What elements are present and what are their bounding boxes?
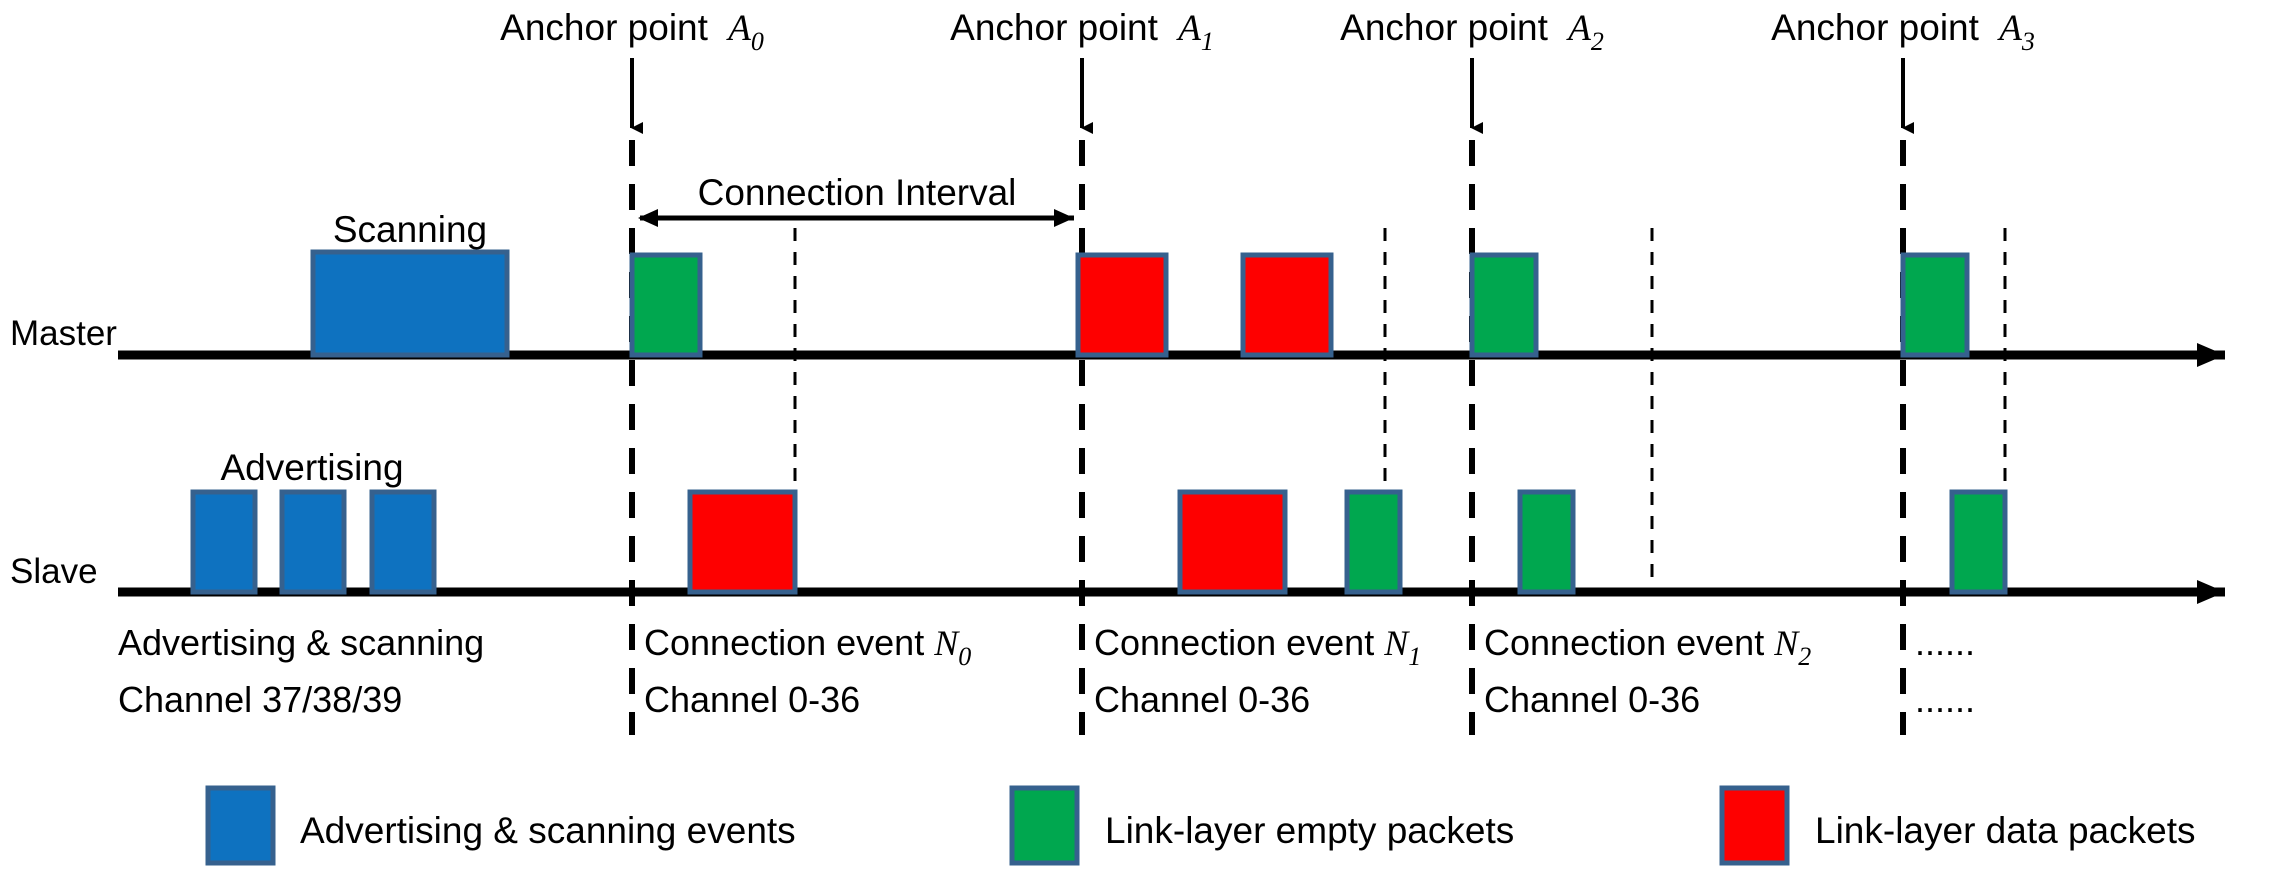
segment-3-symbol: N: [1773, 623, 1800, 663]
svg-text:Anchor point A3: Anchor point A3: [1771, 7, 2035, 56]
segment-annotation-1: Connection event N0 Channel 0-36: [644, 622, 971, 720]
legend-label-empty-packets: Link-layer empty packets: [1105, 810, 1514, 851]
legend-item-empty-packets: Link-layer empty packets: [1009, 785, 1514, 866]
segment-annotation-4: ...... ......: [1915, 622, 1975, 720]
anchor-1-symbol: A: [1175, 8, 1201, 49]
slave-packet-data-1: [1177, 489, 1288, 595]
anchor-label-3: Anchor point A3: [1771, 7, 2035, 56]
segment-3-subscript: 2: [1798, 642, 1811, 671]
legend-item-advertising: Advertising & scanning events: [205, 785, 796, 866]
legend-label-data-packets: Link-layer data packets: [1815, 810, 2195, 851]
anchor-2-symbol: A: [1565, 8, 1591, 49]
anchor-label-0: Anchor point A0: [500, 7, 764, 56]
legend: Advertising & scanning events Link-layer…: [205, 785, 2195, 866]
slave-packet-adv-0: [190, 489, 258, 595]
anchor-label-1: Anchor point A1: [950, 7, 1214, 56]
svg-text:Anchor point A1: Anchor point A1: [950, 7, 1214, 56]
anchor-2-text: Anchor point: [1340, 7, 1548, 48]
segment-2-subscript: 1: [1408, 642, 1421, 671]
master-packet-scanning: [310, 249, 510, 358]
segment-1-line2: Channel 0-36: [644, 679, 860, 720]
advertising-state-label: Advertising: [220, 447, 403, 488]
connection-interval-label: Connection Interval: [698, 172, 1017, 213]
anchor-1-text: Anchor point: [950, 7, 1158, 48]
legend-swatch-blue: [205, 785, 276, 866]
slave-packet-empty-1: [1517, 489, 1576, 595]
svg-text:Connection event N0: Connection event N0: [644, 622, 971, 671]
segment-annotation-0: Advertising & scanning Channel 37/38/39: [118, 622, 484, 720]
segment-2-line2: Channel 0-36: [1094, 679, 1310, 720]
segment-annotation-2: Connection event N1 Channel 0-36: [1094, 622, 1421, 720]
segment-4-line1: ......: [1915, 622, 1975, 663]
segment-4-line2: ......: [1915, 679, 1975, 720]
segment-3-line1: Connection event: [1484, 622, 1774, 663]
anchor-label-2: Anchor point A2: [1340, 7, 1604, 56]
scanning-state-label: Scanning: [333, 209, 487, 250]
svg-text:Anchor point A2: Anchor point A2: [1340, 7, 1604, 56]
segment-2-symbol: N: [1383, 623, 1410, 663]
legend-label-advertising: Advertising & scanning events: [300, 810, 796, 851]
segment-1-line1: Connection event: [644, 622, 934, 663]
svg-text:Connection event N1: Connection event N1: [1094, 622, 1421, 671]
anchor-0-text: Anchor point: [500, 7, 708, 48]
segment-1-subscript: 0: [958, 642, 971, 671]
slave-packet-empty-2: [1949, 489, 2008, 595]
legend-swatch-green: [1009, 785, 1080, 866]
slave-packet-empty-0: [1344, 489, 1403, 595]
master-packet-empty-2: [1900, 252, 1970, 358]
anchor-1-subscript: 1: [1201, 27, 1214, 56]
segment-2-line1: Connection event: [1094, 622, 1384, 663]
segment-0-line1: Advertising & scanning: [118, 622, 484, 663]
segment-3-line2: Channel 0-36: [1484, 679, 1700, 720]
legend-item-data-packets: Link-layer data packets: [1719, 785, 2195, 866]
slave-row-label: Slave: [10, 552, 98, 591]
segment-annotation-3: Connection event N2 Channel 0-36: [1484, 622, 1811, 720]
segment-1-symbol: N: [933, 623, 960, 663]
master-row-label: Master: [10, 314, 117, 353]
anchor-0-subscript: 0: [751, 27, 764, 56]
anchor-2-subscript: 2: [1591, 27, 1604, 56]
legend-swatch-red: [1719, 785, 1790, 866]
slave-packet-data-0: [687, 489, 798, 595]
master-packet-empty-0: [629, 252, 703, 358]
anchor-3-symbol: A: [1996, 8, 2022, 49]
segment-0-line2: Channel 37/38/39: [118, 679, 402, 720]
master-packet-empty-1: [1469, 252, 1539, 358]
svg-text:Connection event N2: Connection event N2: [1484, 622, 1811, 671]
slave-packet-adv-2: [369, 489, 437, 595]
svg-text:Anchor point A0: Anchor point A0: [500, 7, 764, 56]
anchor-0-symbol: A: [725, 8, 751, 49]
slave-packet-adv-1: [279, 489, 347, 595]
anchor-3-text: Anchor point: [1771, 7, 1979, 48]
master-packet-data-0: [1075, 252, 1169, 358]
master-packet-data-1: [1240, 252, 1334, 358]
anchor-3-subscript: 3: [2021, 27, 2035, 56]
